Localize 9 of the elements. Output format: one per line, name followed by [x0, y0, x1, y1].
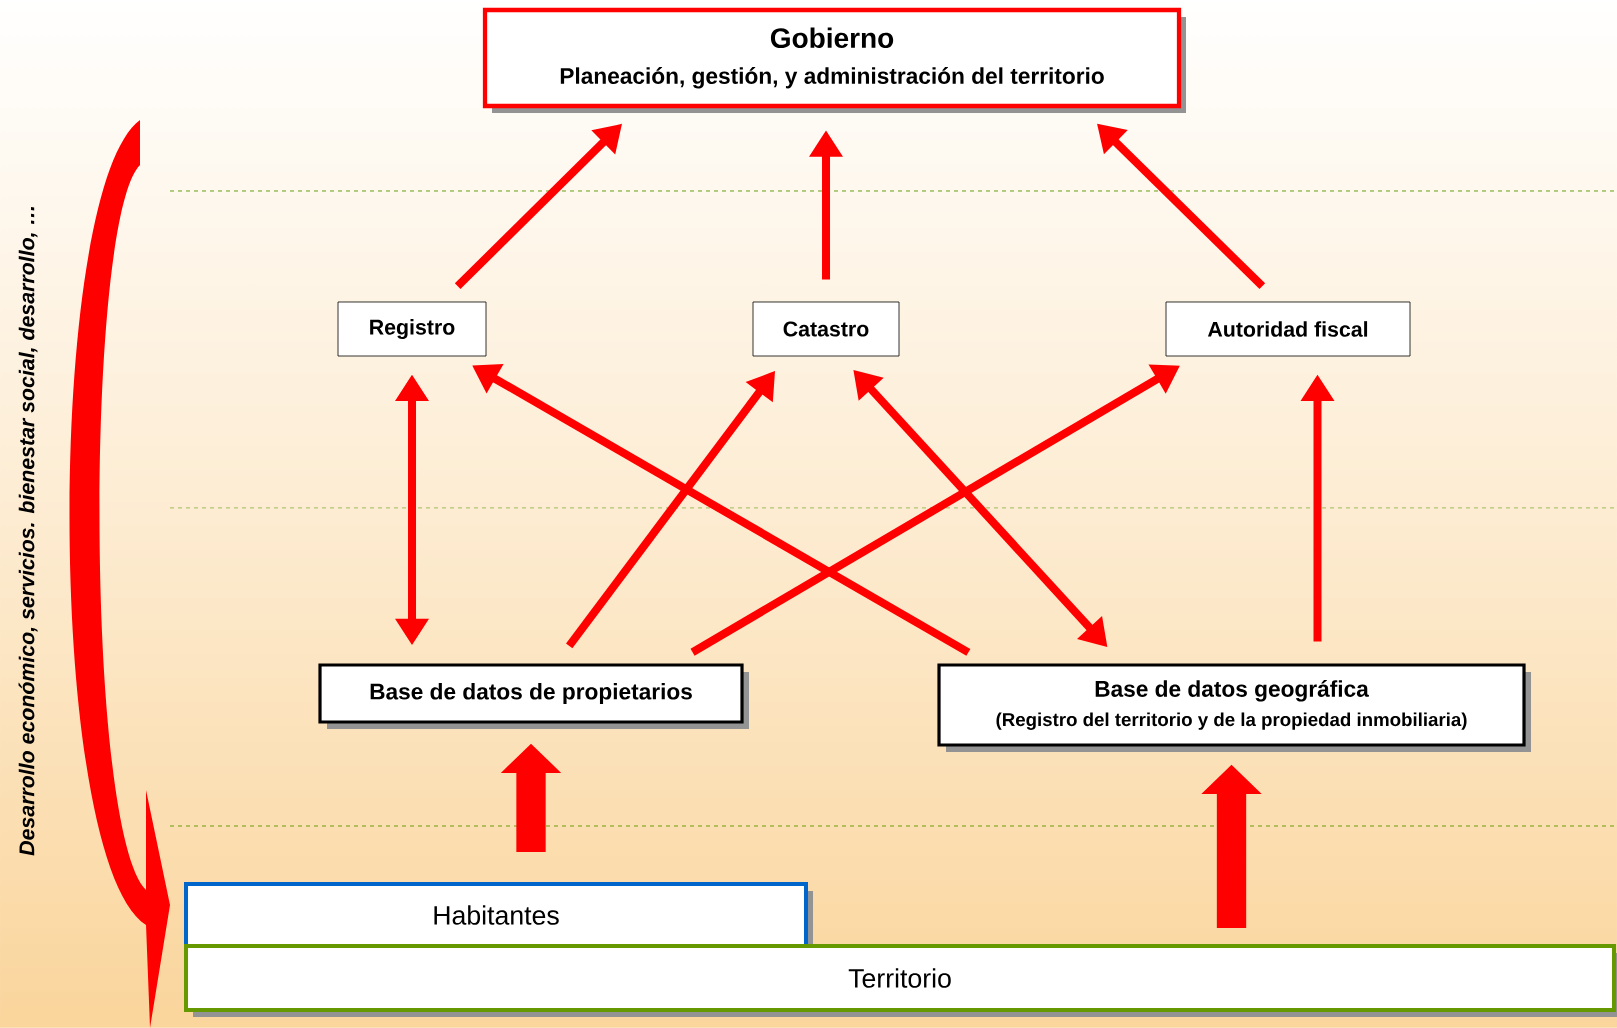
process-box: Autoridad fiscal	[1165, 301, 1411, 357]
population-band: Habitantes	[184, 882, 813, 953]
title-box: Gobierno Planeación, gestión, y administración del territorio	[482, 7, 1186, 113]
database-box: Base de datos geográfica (Registro del territorio y de la propiedad inmobiliaria)	[937, 663, 1531, 752]
database-box: Base de datos de propietarios	[318, 663, 749, 729]
territory-band: Territorio	[184, 944, 1617, 1017]
side-label: Desarrollo económico, servicios. bienestar social, desarrollo, …	[18, 206, 38, 856]
process-box: Registro	[337, 301, 487, 357]
process-box: Catastro	[752, 301, 900, 357]
